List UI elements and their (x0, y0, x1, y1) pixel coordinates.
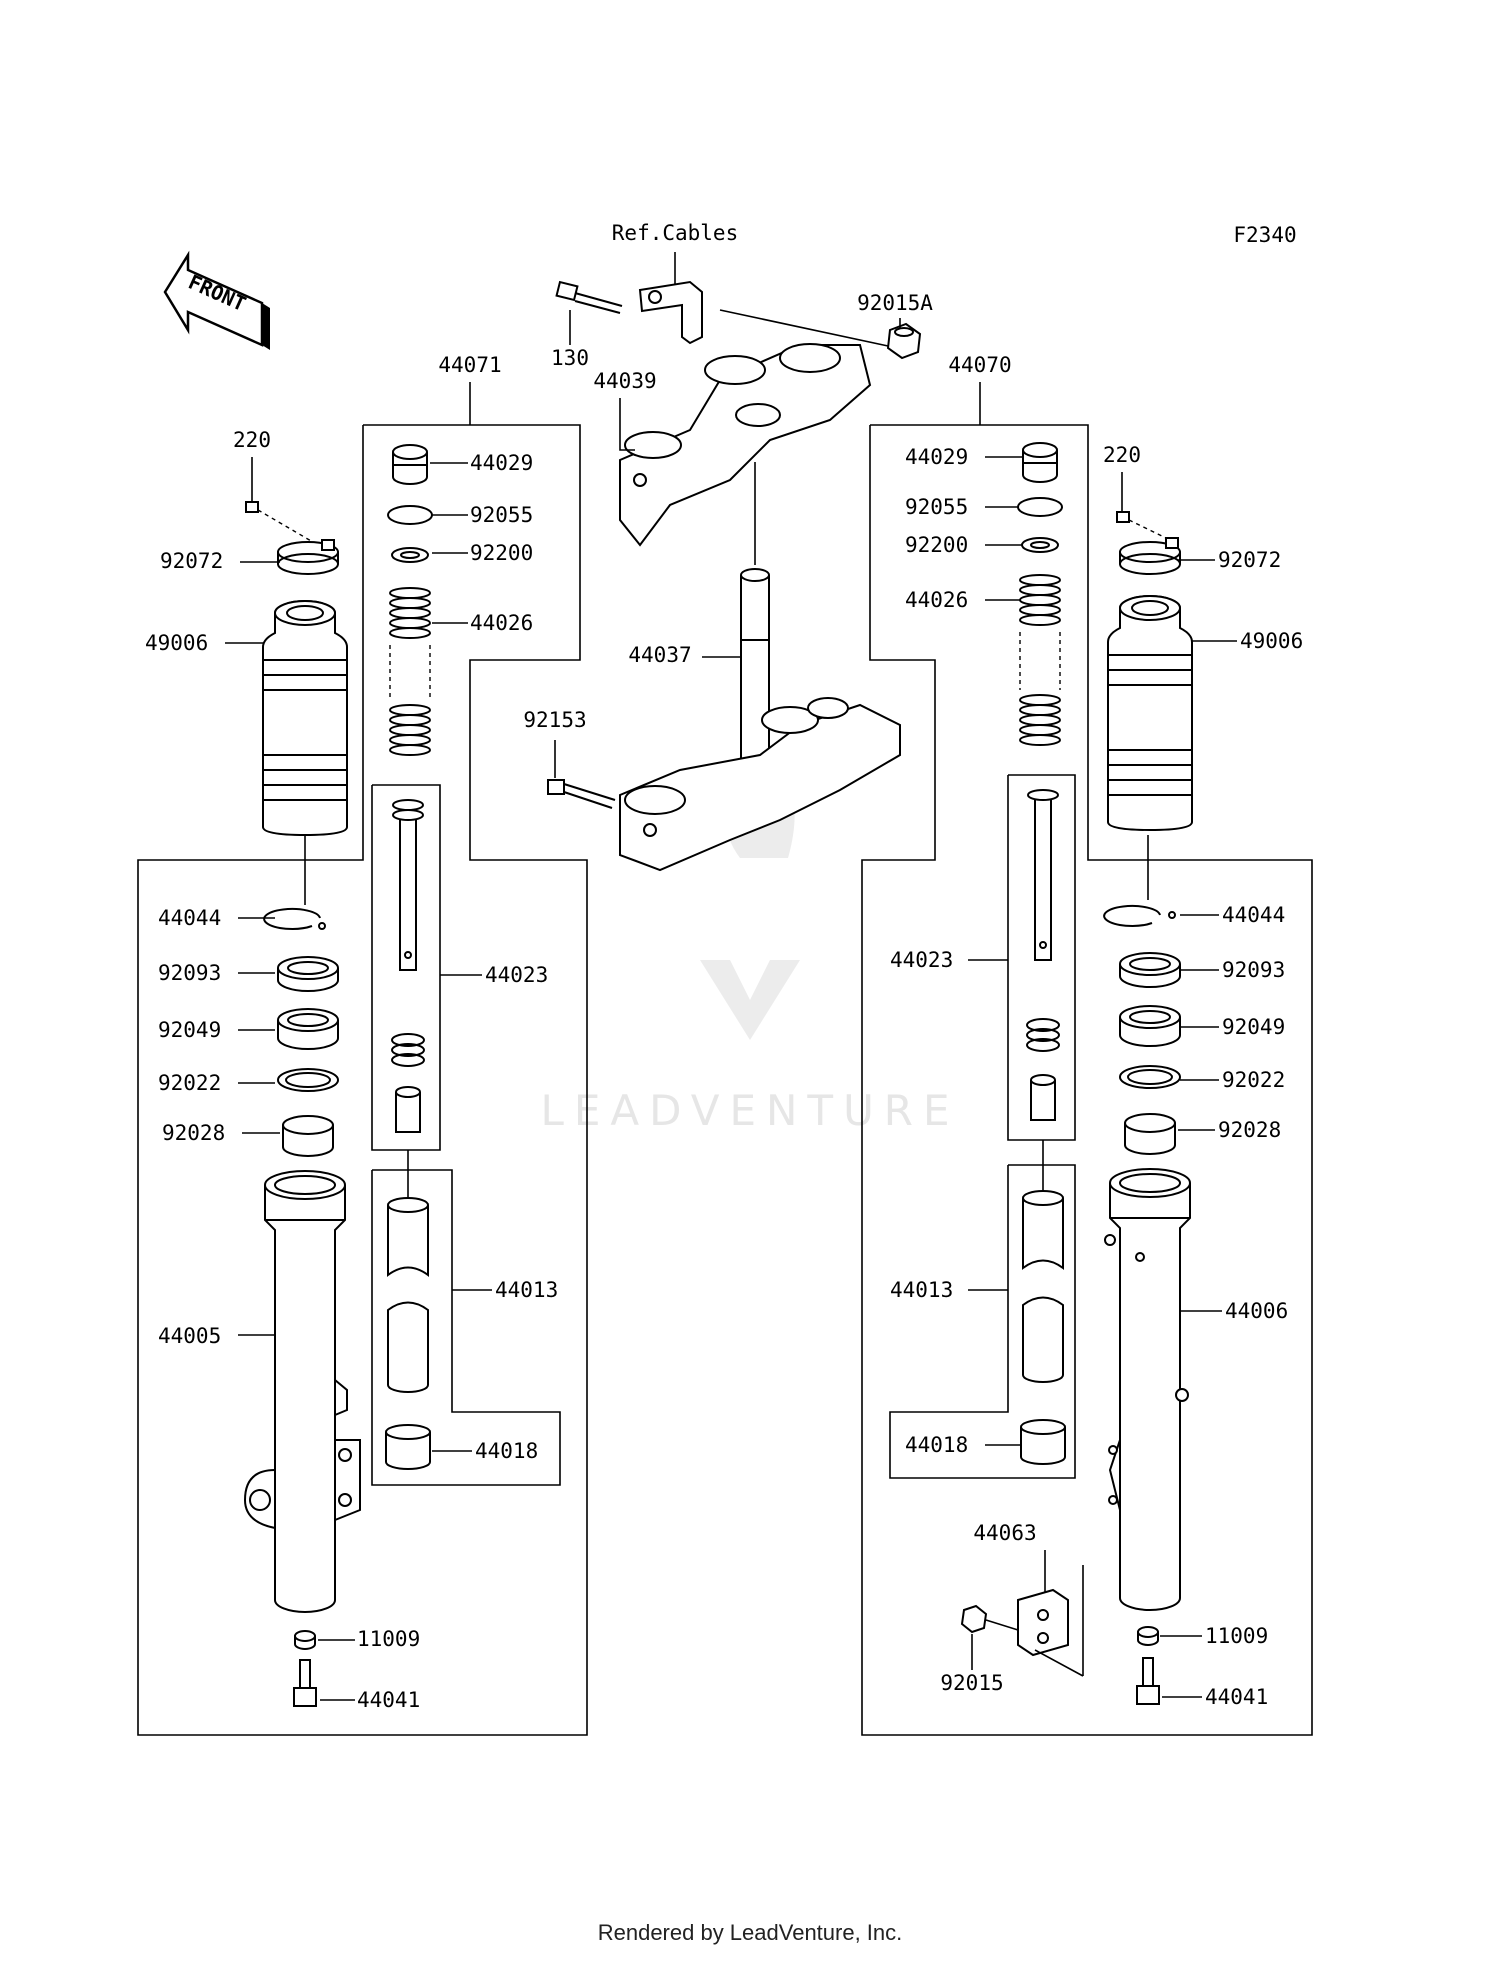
washer-92200-right (1021, 537, 1059, 553)
diagram-code: F2340 (1233, 223, 1296, 247)
label-44013-left: 44013 (495, 1278, 558, 1302)
label-92200-left: 92200 (470, 541, 533, 565)
front-arrow-icon: FRONT (163, 250, 270, 350)
label-92049-right: 92049 (1222, 1015, 1285, 1039)
clamp-44063 (1017, 1588, 1069, 1657)
screw-220-left (245, 501, 319, 546)
washer-11009-right (1137, 1626, 1159, 1646)
label-92072-left: 92072 (160, 549, 223, 573)
outer-tube-44005 (243, 1170, 361, 1613)
cap-44029-right (1022, 442, 1058, 483)
lower-bracket (619, 697, 901, 872)
label-44063: 44063 (973, 1521, 1036, 1545)
seal-92049-left (277, 1008, 339, 1050)
damper-rod-44023-left (391, 799, 425, 1133)
washer-92200-left (391, 547, 429, 563)
seal-92049-right (1119, 1005, 1181, 1047)
clamp-92072-right (1119, 537, 1181, 575)
oring-92055-left (387, 505, 433, 525)
label-92093-right: 92093 (1222, 958, 1285, 982)
label-130: 130 (551, 346, 589, 370)
label-220-left: 220 (233, 428, 271, 452)
label-44029-left: 44029 (470, 451, 533, 475)
damper-rod-44023-right (1026, 789, 1060, 1121)
bushing-92028-left (282, 1115, 334, 1157)
spring-44026-left (389, 587, 431, 756)
label-44039: 44039 (593, 369, 656, 393)
oring-92055-right (1017, 497, 1063, 517)
label-44026-left: 44026 (470, 611, 533, 635)
label-92049-left: 92049 (158, 1018, 221, 1042)
bolt-44041-right (1136, 1657, 1160, 1705)
label-92028-left: 92028 (162, 1121, 225, 1145)
seal-92093-right (1119, 952, 1181, 988)
clamp-92072-left (277, 539, 339, 575)
label-220-right: 220 (1103, 443, 1141, 467)
label-92200-right: 92200 (905, 533, 968, 557)
label-49006-left: 49006 (145, 631, 208, 655)
washer-92022-left (277, 1068, 339, 1092)
footer-credit: Rendered by LeadVenture, Inc. (597, 1920, 903, 1945)
boot-49006-left (262, 600, 348, 837)
cable-bracket (638, 280, 703, 345)
label-44070: 44070 (948, 353, 1011, 377)
label-44037: 44037 (628, 643, 691, 667)
screw-220-right (1116, 511, 1171, 541)
label-44013-right: 44013 (890, 1278, 953, 1302)
label-92022-right: 92022 (1222, 1068, 1285, 1092)
steering-stem-44037 (740, 568, 770, 780)
cylinder-44013-right (1022, 1190, 1064, 1383)
bolt-44041-left (293, 1659, 317, 1707)
label-44026-right: 44026 (905, 588, 968, 612)
spring-44026-right (1019, 574, 1061, 746)
upper-bracket-44039 (619, 343, 872, 547)
label-44044-right: 44044 (1222, 903, 1285, 927)
bolt-130 (555, 280, 623, 314)
label-44018-right: 44018 (905, 1433, 968, 1457)
label-44006: 44006 (1225, 1299, 1288, 1323)
nut-92015 (960, 1604, 988, 1634)
label-92022-left: 92022 (158, 1071, 221, 1095)
label-92093-left: 92093 (158, 961, 221, 985)
washer-11009-left (294, 1630, 316, 1650)
label-49006-right: 49006 (1240, 629, 1303, 653)
label-11009-left: 11009 (357, 1627, 420, 1651)
label-44005: 44005 (158, 1324, 221, 1348)
label-92153: 92153 (523, 708, 586, 732)
label-44041-right: 44041 (1205, 1685, 1268, 1709)
label-92055-left: 92055 (470, 503, 533, 527)
bushing-92028-right (1124, 1113, 1176, 1155)
label-44041-left: 44041 (357, 1688, 420, 1712)
boot-49006-right (1107, 595, 1193, 832)
circlip-44044-left (263, 907, 326, 930)
label-92072-right: 92072 (1218, 548, 1281, 572)
piece-44018-left (385, 1424, 431, 1470)
label-44023-left: 44023 (485, 963, 548, 987)
watermark-text: LEADVENTURE (540, 1086, 959, 1135)
label-44071: 44071 (438, 353, 501, 377)
label-44023-right: 44023 (890, 948, 953, 972)
cylinder-44013-left (387, 1197, 429, 1393)
circlip-44044-right (1103, 904, 1176, 927)
cap-44029-left (392, 444, 428, 485)
label-44044-left: 44044 (158, 906, 221, 930)
label-92015: 92015 (940, 1671, 1003, 1695)
nut-92015A (886, 322, 922, 360)
ref-cables-label: Ref.Cables (612, 221, 738, 245)
label-44029-right: 44029 (905, 445, 968, 469)
seal-92093-left (277, 956, 339, 992)
piece-44018-right (1020, 1419, 1066, 1465)
label-92055-right: 92055 (905, 495, 968, 519)
bolt-92153 (547, 779, 616, 809)
label-11009-right: 11009 (1205, 1624, 1268, 1648)
outer-tube-44006 (1104, 1168, 1191, 1611)
washer-92022-right (1119, 1065, 1181, 1089)
label-44018-left: 44018 (475, 1439, 538, 1463)
label-92015A: 92015A (857, 291, 933, 315)
label-92028-right: 92028 (1218, 1118, 1281, 1142)
